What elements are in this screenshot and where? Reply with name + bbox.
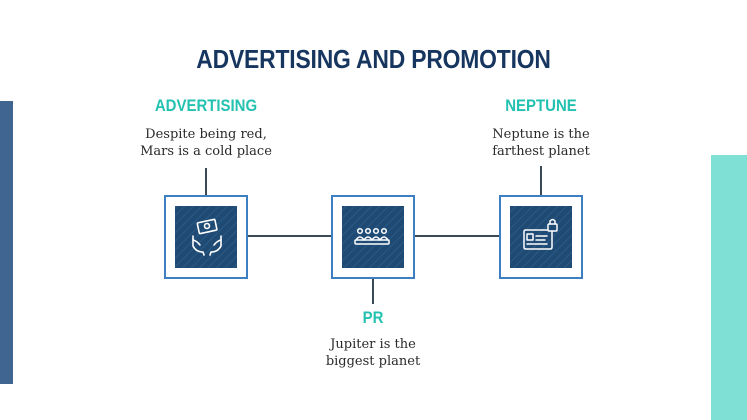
slide-title: ADVERTISING AND PROMOTION	[196, 44, 551, 74]
id-card-lock-icon	[523, 218, 558, 250]
right-accent-bar	[711, 155, 747, 420]
node-advertising-label: ADVERTISING	[154, 96, 258, 115]
node-pr-label: PR	[362, 308, 384, 327]
node-pr-tile	[342, 206, 404, 268]
node-pr	[331, 195, 415, 279]
node-pr-desc-line-2: biggest planet	[325, 354, 421, 369]
node-neptune-desc-line-1: Neptune is the	[492, 127, 590, 142]
node-pr-desc-line-1: Jupiter is the	[330, 337, 416, 352]
node-advertising-desc-line-2: Mars is a cold place	[140, 144, 272, 159]
node-neptune-label: NEPTUNE	[505, 96, 577, 115]
node-neptune	[499, 195, 583, 279]
node-advertising	[164, 195, 248, 279]
left-accent-bar	[0, 101, 13, 384]
audience-icon	[354, 227, 390, 245]
node-advertising-desc-line-1: Despite being red,	[145, 127, 267, 142]
node-neptune-tile	[510, 206, 572, 268]
money-hands-icon	[192, 218, 222, 256]
node-pr-description: Jupiter is the biggest planet	[273, 336, 473, 370]
node-neptune-description: Neptune is the farthest planet	[441, 126, 641, 160]
node-neptune-desc-line-2: farthest planet	[492, 144, 590, 159]
node-advertising-description: Despite being red, Mars is a cold place	[106, 126, 306, 160]
node-advertising-tile	[175, 206, 237, 268]
